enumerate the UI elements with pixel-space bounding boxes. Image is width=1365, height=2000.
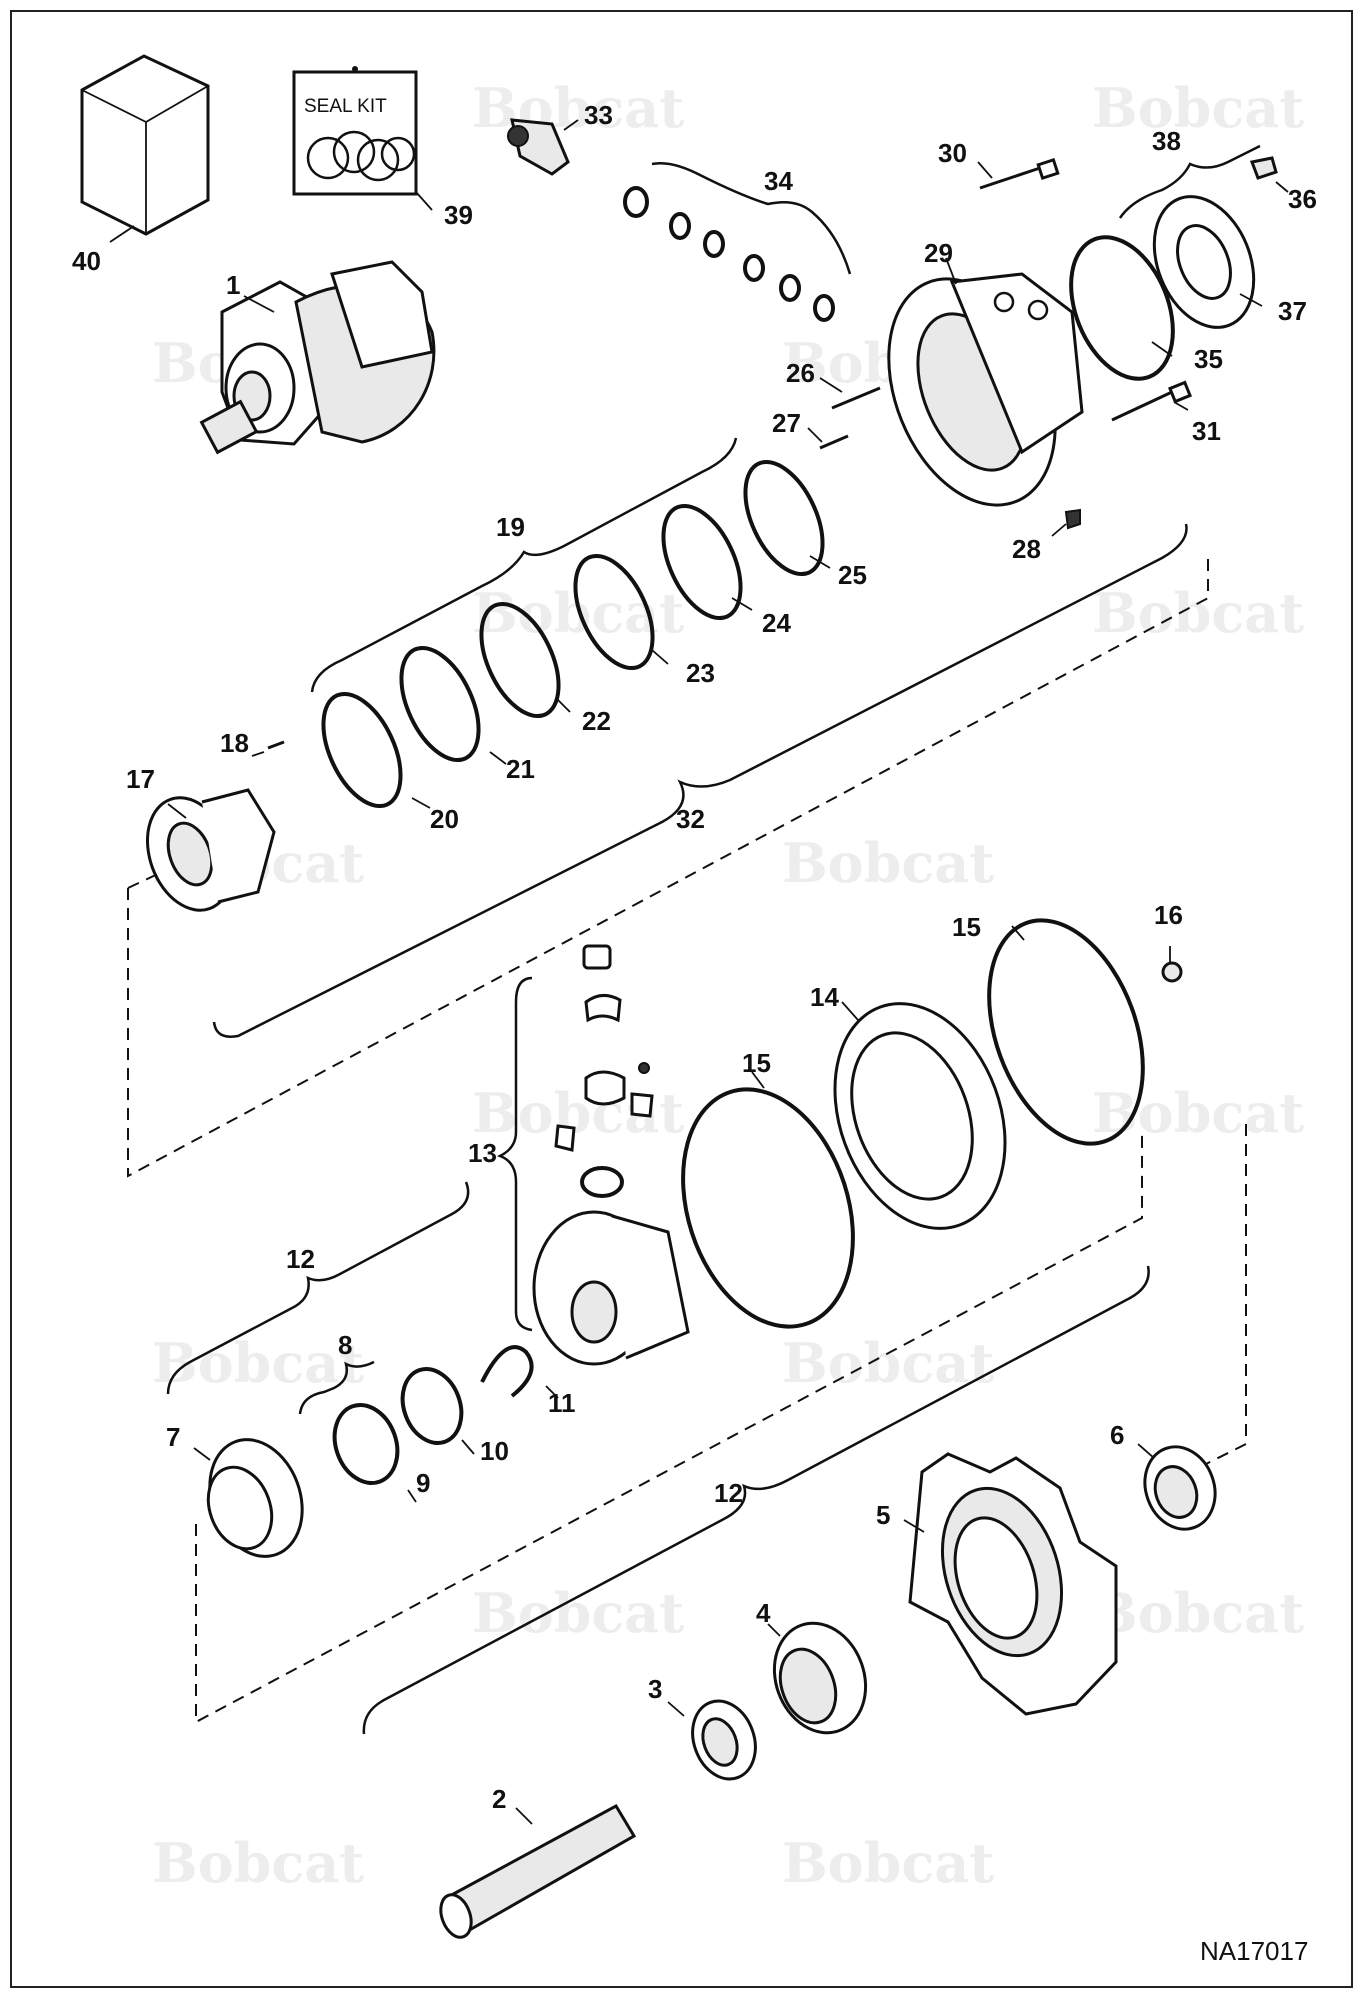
dashed-guides-lower [195,1124,1247,1724]
watermark: Bobcat [152,1331,364,1395]
watermark: Bobcat [782,1331,994,1395]
callout-32: 32 [676,804,705,834]
callout-12-upper: 12 [286,1244,315,1274]
callout-38: 38 [1152,126,1181,156]
watermark: Bobcat [1092,1581,1304,1645]
parts-7-11 [193,1345,559,1558]
callout-3: 3 [648,1674,662,1704]
callout-6: 6 [1110,1420,1124,1450]
callout-12-lower: 12 [714,1478,743,1508]
part-32-group [127,523,1209,1178]
part-13-group [496,944,690,1366]
figure-code: NA17017 [1200,1936,1308,1966]
part-17-piston [145,740,285,912]
watermark: Bobcat [1092,1081,1304,1145]
watermark: Bobcat [782,831,994,895]
callout-23: 23 [686,658,715,688]
watermark: Bobcat [1092,581,1304,645]
watermark: Bobcat [782,1831,994,1895]
callout-37: 37 [1278,296,1307,326]
part-12-brace-upper [166,1181,470,1415]
callout-39: 39 [444,200,473,230]
watermark: Bobcat [472,76,684,140]
callout-30: 30 [938,138,967,168]
watermark: Bobcat [152,1831,364,1895]
callout-21: 21 [506,754,535,784]
callout-34: 34 [764,166,793,196]
callout-labels: 40 39 1 33 34 30 38 36 29 37 35 26 27 31… [72,100,1317,1814]
part-33-cartridge [507,118,579,176]
callout-26: 26 [786,358,815,388]
callout-40: 40 [72,246,101,276]
callout-20: 20 [430,804,459,834]
callout-16: 16 [1154,900,1183,930]
callout-11: 11 [548,1388,576,1418]
part-5-housing [903,1443,1217,1716]
callout-36: 36 [1288,184,1317,214]
callout-24: 24 [762,608,791,638]
callout-4: 4 [756,1598,771,1628]
callout-5: 5 [876,1500,890,1530]
callout-29: 29 [924,238,953,268]
part-12-brace-lower [362,1265,1150,1735]
callout-10: 10 [480,1436,509,1466]
callout-22: 22 [582,706,611,736]
watermark: Bobcat [1092,76,1304,140]
callout-28: 28 [1012,534,1041,564]
watermark: Bobcat [472,1081,684,1145]
callout-15-upper: 15 [952,912,981,942]
part-29-housing [887,257,1084,507]
part-39-seal-kit: SEAL KIT [292,66,433,211]
callout-27: 27 [772,408,801,438]
callout-33: 33 [584,100,613,130]
callout-2: 2 [492,1784,506,1814]
callout-9: 9 [416,1468,430,1498]
parts-35-38 [1069,144,1289,381]
parts-2-4 [439,1621,868,1939]
callout-14: 14 [810,982,839,1012]
parts-14-16 [681,918,1183,1329]
parts-19-25-rings [310,437,831,809]
exploded-parts-diagram: Bobcat Bobcat Bobcat Bobcat Bobcat Bobca… [72,54,1317,1966]
part-31-bolt [1111,380,1192,422]
callout-7: 7 [166,1422,180,1452]
callout-35: 35 [1194,344,1223,374]
callout-31: 31 [1192,416,1221,446]
callout-25: 25 [838,560,867,590]
callout-15-lower: 15 [742,1048,771,1078]
diagram-frame: Bobcat Bobcat Bobcat Bobcat Bobcat Bobca… [10,10,1353,1988]
small-pins [807,377,1081,537]
callout-13: 13 [468,1138,497,1168]
callout-19: 19 [496,512,525,542]
callout-18: 18 [220,728,249,758]
part-30-bolt [977,157,1060,190]
part-40-box [80,54,210,243]
callout-17: 17 [126,764,155,794]
callout-8: 8 [338,1330,352,1360]
part-1-motor-assembly [199,260,436,455]
part-34-seal-set [623,162,852,322]
seal-kit-label: SEAL KIT [304,96,387,117]
callout-1: 1 [226,270,240,300]
